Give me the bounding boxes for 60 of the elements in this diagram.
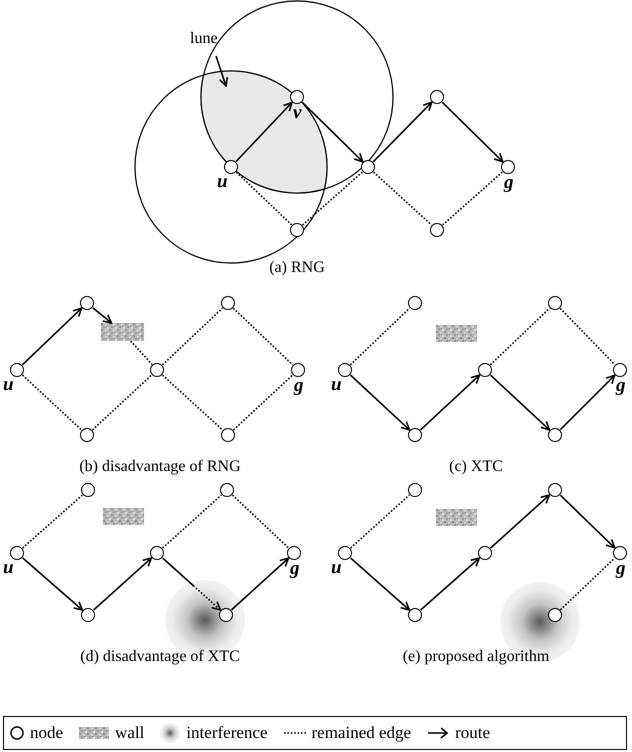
route-arrow — [490, 374, 550, 431]
route-arrow — [420, 374, 480, 430]
dotted-edge — [236, 172, 292, 226]
dotted-edge — [162, 557, 222, 611]
node-label: u — [3, 375, 14, 394]
route-arrow — [560, 374, 616, 430]
legend-label: node — [30, 723, 64, 743]
caption: (c) XTC — [449, 458, 503, 476]
dotted-edge — [130, 340, 153, 365]
dotted-edge — [162, 308, 224, 366]
dotted-edge — [372, 172, 432, 226]
node-label: u — [331, 558, 342, 577]
dotted-edge — [302, 171, 363, 226]
legend-label: interference — [186, 723, 268, 743]
route-arrow — [372, 102, 432, 162]
node-label: u — [331, 375, 342, 394]
node-label: g — [504, 173, 514, 192]
route-arrow — [350, 557, 410, 611]
node-label: g — [294, 376, 304, 395]
dotted-edge — [350, 308, 410, 366]
route-arrow — [490, 494, 550, 549]
legend-label: remained edge — [312, 723, 412, 743]
legend-label: wall — [115, 723, 144, 743]
dotted-edge — [232, 308, 294, 366]
route-arrow — [230, 557, 290, 610]
dotted-edge — [560, 308, 616, 366]
node-label: g — [616, 376, 626, 395]
node-label: u — [3, 558, 14, 577]
route-arrow — [350, 374, 410, 431]
caption: (b) disadvantage of RNG — [79, 458, 241, 476]
route-arrow — [92, 307, 112, 324]
caption: (d) disadvantage of XTC — [80, 648, 240, 666]
dotted-edge — [92, 374, 152, 430]
route-arrow — [93, 557, 152, 611]
caption: (e) proposed algorithm — [402, 648, 550, 666]
route-arrow — [236, 102, 293, 162]
route-arrow — [442, 102, 504, 162]
route-arrow — [22, 557, 84, 611]
dotted-edge — [22, 374, 82, 430]
route-arrow — [560, 494, 616, 549]
dotted-edge — [162, 494, 222, 549]
node-label: v — [293, 103, 302, 122]
legend-label: route — [455, 723, 490, 743]
dotted-edge — [442, 171, 503, 226]
route-arrow — [22, 307, 82, 366]
dotted-edge — [350, 494, 410, 549]
dotted-edge — [232, 494, 290, 548]
node-label: g — [290, 559, 300, 578]
node-label: g — [616, 559, 626, 578]
route-arrow — [420, 557, 480, 611]
route-arrow — [302, 102, 364, 162]
dotted-edge — [162, 374, 224, 430]
node-label: u — [217, 172, 228, 191]
callout-label: lune — [190, 30, 218, 47]
leader-line — [215, 56, 228, 87]
dotted-edge — [232, 374, 294, 430]
dotted-edge — [490, 308, 550, 366]
caption: (a) RNG — [269, 259, 325, 277]
dotted-edge — [22, 494, 83, 549]
dotted-edge — [560, 558, 616, 610]
